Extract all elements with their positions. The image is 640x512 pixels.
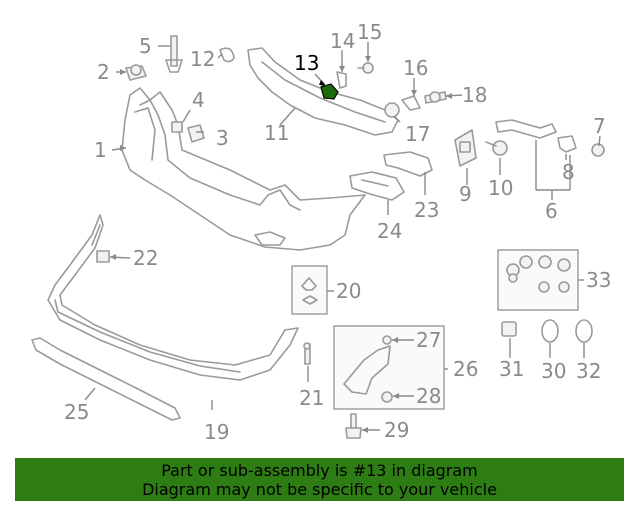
part-1-bumper-cover — [121, 87, 366, 251]
callout-25: 25 — [64, 400, 89, 424]
callout-11: 11 — [264, 121, 289, 145]
callout-20: 20 — [336, 279, 361, 303]
banner-line-1: Part or sub-assembly is #13 in diagram — [161, 461, 478, 480]
callout-9: 9 — [459, 182, 472, 206]
callout-33: 33 — [586, 268, 611, 292]
part-20-box — [291, 265, 328, 315]
callout-8: 8 — [562, 160, 575, 184]
callout-21: 21 — [299, 386, 324, 410]
callout-5: 5 — [139, 34, 152, 58]
callout-24: 24 — [377, 219, 402, 243]
callout-12: 12 — [190, 47, 215, 71]
callout-31: 31 — [499, 357, 524, 381]
callout-15: 15 — [357, 20, 382, 44]
part-7-screw — [591, 143, 605, 157]
callout-22: 22 — [133, 246, 158, 270]
callout-17: 17 — [405, 122, 430, 146]
part-21-stud — [303, 342, 311, 365]
part-6-8-trim — [495, 119, 577, 153]
part-18-bolt — [424, 91, 447, 104]
part-9-bracket — [454, 129, 477, 167]
callout-16: 16 — [403, 56, 428, 80]
part-30-plug — [541, 319, 559, 343]
callout-23: 23 — [414, 198, 439, 222]
part-23-bracket — [383, 151, 433, 177]
part-25-lower-strip — [31, 337, 181, 421]
callout-1: 1 — [94, 138, 107, 162]
part-5-pin — [165, 35, 183, 73]
callout-27: 27 — [416, 328, 441, 352]
part-32-plug — [575, 319, 593, 343]
callout-26: 26 — [453, 357, 478, 381]
callout-14: 14 — [330, 29, 355, 53]
part-10-bolt — [485, 140, 508, 156]
part-29-bolt — [345, 413, 362, 439]
part-22-clip — [96, 250, 110, 263]
part-19-lower-cover — [47, 214, 299, 381]
callout-3: 3 — [216, 126, 229, 150]
callout-7: 7 — [593, 114, 606, 138]
callout-18: 18 — [462, 83, 487, 107]
part-24-bracket — [349, 171, 405, 201]
part-14-clip — [336, 71, 347, 89]
callout-32: 32 — [576, 359, 601, 383]
part-4-3-brackets — [171, 121, 205, 143]
info-banner: Part or sub-assembly is #13 in diagram D… — [15, 458, 624, 501]
part-11-reinforcement — [247, 47, 399, 136]
callout-6: 6 — [545, 199, 558, 223]
part-33-box — [497, 249, 579, 311]
callout-30: 30 — [541, 359, 566, 383]
part-13-bracket — [320, 83, 339, 100]
part-26-box — [333, 325, 445, 410]
part-16-clip — [401, 95, 421, 111]
callout-29: 29 — [384, 418, 409, 442]
callout-4: 4 — [192, 88, 205, 112]
part-15-screw — [357, 62, 374, 74]
callout-10: 10 — [488, 176, 513, 200]
part-17-nut — [384, 102, 400, 118]
callout-28: 28 — [416, 384, 441, 408]
banner-line-2: Diagram may not be specific to your vehi… — [142, 480, 497, 499]
part-31-cap — [501, 321, 517, 337]
callout-13-highlighted: 13 — [294, 51, 319, 75]
leader-arrowheads — [110, 56, 452, 433]
callout-labels: 1 2 3 4 5 6 7 8 9 10 11 12 13 14 15 16 1… — [64, 20, 611, 444]
callout-19: 19 — [204, 420, 229, 444]
callout-2: 2 — [97, 60, 110, 84]
part-12-clip — [219, 47, 235, 63]
part-2-clip — [125, 64, 147, 81]
